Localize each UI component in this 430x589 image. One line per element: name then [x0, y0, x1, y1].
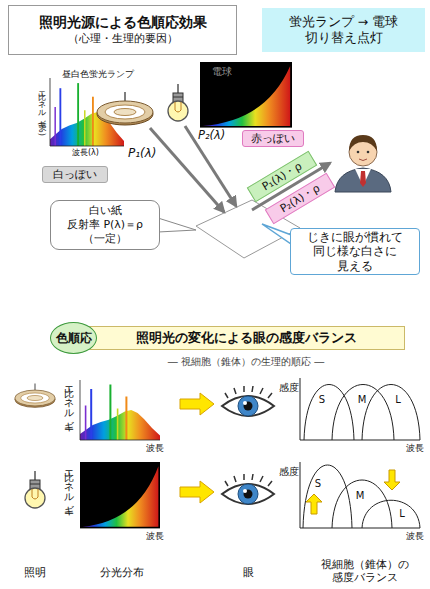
cone-label: S [315, 394, 329, 406]
column-label: 分光分布 [87, 566, 157, 579]
topic-circle: 色順応 [50, 322, 97, 354]
light-bulb [25, 471, 45, 508]
l-cone-curve [362, 385, 420, 441]
spectrum-symbol: P₁(λ) [128, 146, 157, 160]
m-cone-curve [332, 480, 392, 528]
light-bulb [168, 84, 188, 121]
person-hair [349, 135, 377, 151]
node-text: 赤っぽい [251, 132, 295, 146]
eye-icon [222, 474, 274, 504]
node-text: 白っぽい [53, 168, 97, 182]
block-arrow [180, 481, 214, 503]
fluorescent-spectrum-chart [80, 380, 160, 440]
node-text: （心理・生理的要因） [68, 32, 178, 46]
node-text: P₂(λ)・ρ [278, 181, 323, 216]
decrease-arrow [384, 470, 400, 490]
axis-label: 比エネルギー [63, 464, 73, 508]
node-text: じきに眼が慣れて 同じ様な白さに 見える [305, 230, 405, 273]
increase-arrow [306, 494, 322, 514]
column-label: 視細胞（錐体）の 感度バランス [313, 558, 417, 584]
sensitivity-axes [300, 462, 420, 528]
header-band: 照明光の変化による眼の感度バランス [88, 326, 405, 350]
eye-icon [222, 386, 274, 416]
node-text: 反射率 P(λ)＝ρ（一定） [59, 218, 151, 246]
node-text: 白い紙 [89, 204, 122, 218]
axis-label: 波長 [406, 443, 424, 454]
s-cone-curve [303, 465, 352, 528]
axis-label: 波長(λ) [72, 148, 99, 158]
node-text: 照明光源による色順応効果 [39, 14, 207, 32]
m-cone-curve [332, 385, 394, 441]
person-suit [335, 168, 391, 192]
bubble-tail [158, 218, 196, 232]
bulb-spectrum-chart [80, 462, 160, 528]
node-text: 照明光の変化による眼の感度バランス [136, 330, 357, 346]
chart-title: 昼白色蛍光ランプ [62, 69, 134, 79]
person-tie [360, 171, 366, 187]
column-label: 照明 [10, 566, 60, 579]
column-label: 眼 [233, 566, 263, 579]
block-arrow [180, 393, 214, 415]
speech-bubble: 白い紙反射率 P(λ)＝ρ（一定） [50, 200, 160, 250]
l-cone-curve [362, 500, 420, 528]
switch-note-box: 蛍光ランプ → 電球 切り替え点灯 [262, 8, 425, 52]
node-text: P₁(λ)・ρ [260, 159, 305, 194]
person-mouth [359, 159, 367, 161]
observer-person [335, 135, 391, 192]
ceiling-lamp [97, 92, 153, 125]
cone-label: L [391, 394, 405, 406]
ceiling-lamp [15, 384, 55, 408]
axis-label: 波長 [146, 443, 164, 454]
axis-label: 感度 [279, 466, 299, 478]
axis-label: 感度 [279, 382, 299, 394]
callout-box: 白っぽい [42, 166, 108, 183]
person-eye [357, 151, 360, 154]
light-ray-arrow [185, 126, 236, 206]
cone-label: M [353, 490, 367, 502]
cone-label: L [395, 508, 409, 520]
callout-box: 赤っぽい [242, 130, 304, 147]
axis-label: 波長 [146, 531, 164, 542]
subtitle: ― 視細胞（錐体）の生理的順応 ― [106, 356, 386, 368]
bulb-spectrum-chart [200, 62, 292, 128]
axis-label: 比エネルギー(%) [37, 86, 45, 136]
axis-label: 比エネルギー [63, 380, 73, 424]
axis-label: 波長 [406, 531, 424, 542]
chart-watermark: 電球 [212, 66, 232, 78]
node-text: 色順応 [56, 331, 92, 346]
sensitivity-axes [300, 378, 420, 440]
spectrum-symbol: P₂(λ) [198, 129, 225, 143]
cone-label: M [355, 394, 369, 406]
node-text: 蛍光ランプ → 電球 切り替え点灯 [282, 14, 405, 45]
speech-bubble: じきに眼が慣れて 同じ様な白さに 見える [290, 228, 420, 275]
person-shirt [355, 169, 371, 186]
person-eye [367, 151, 370, 154]
title-box: 照明光源による色順応効果（心理・生理的要因） [8, 5, 237, 55]
cone-label: S [311, 478, 325, 490]
